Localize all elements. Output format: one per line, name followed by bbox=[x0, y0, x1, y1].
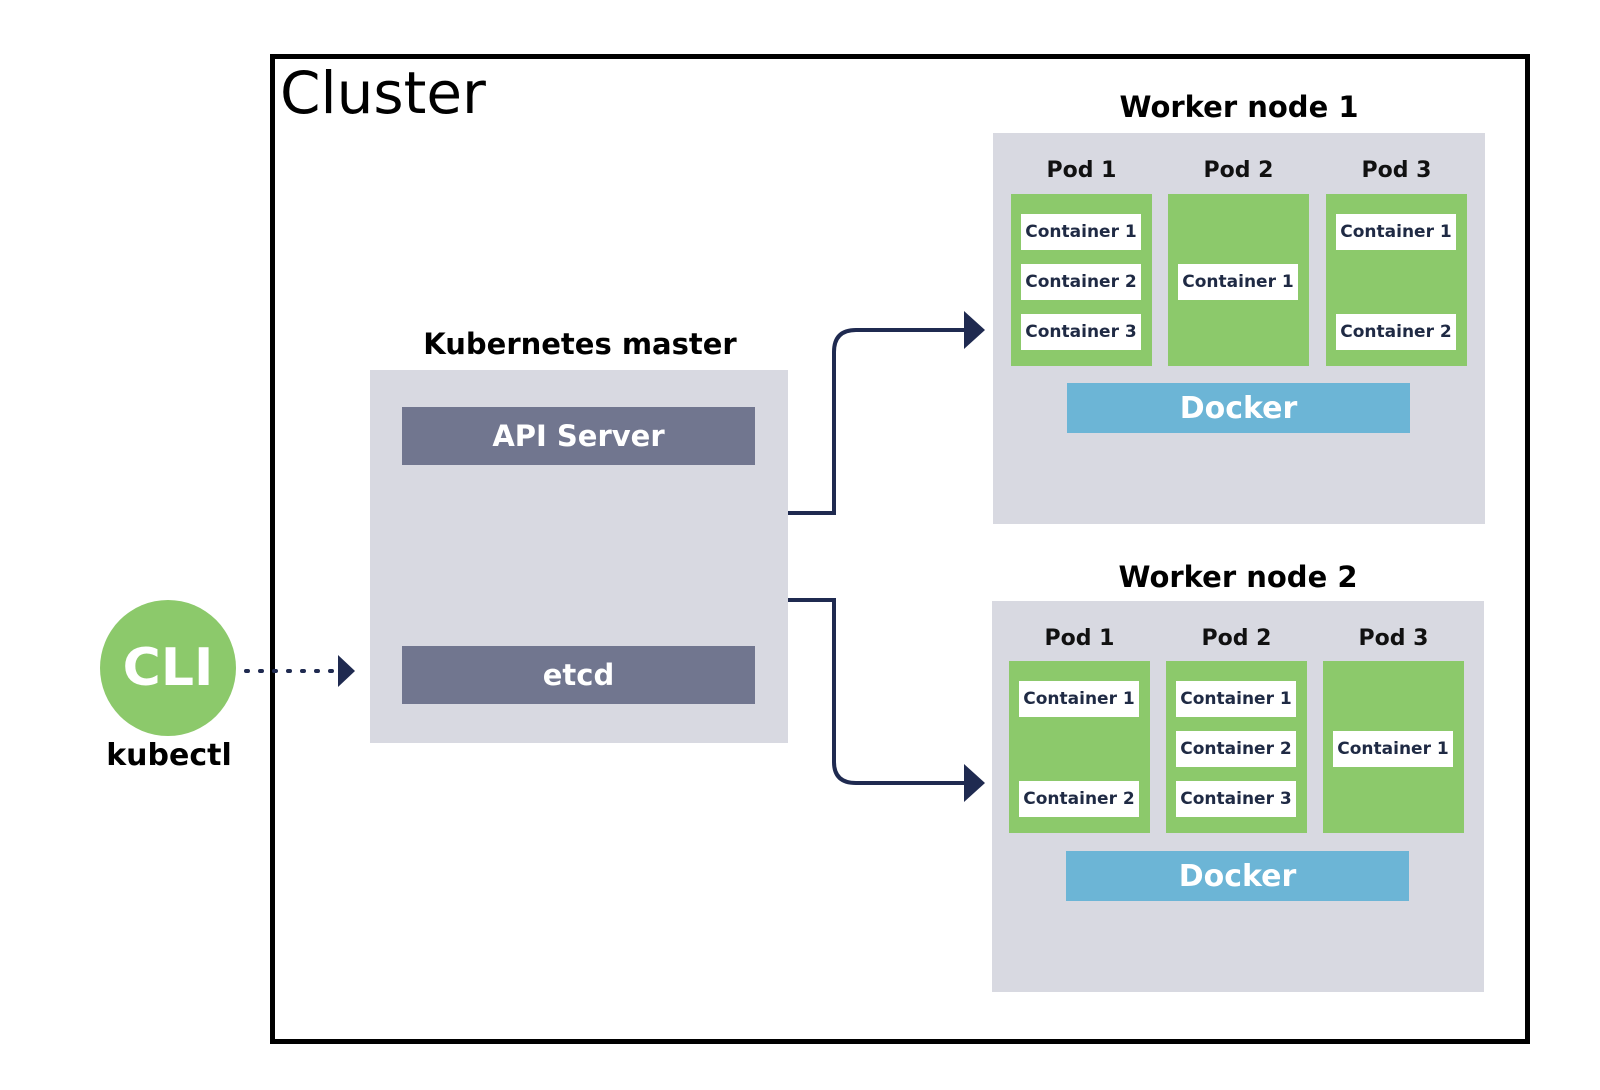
worker-node-1-panel: Pod 1 Pod 2 Pod 3 Container 1 Container … bbox=[993, 133, 1485, 524]
cli-badge: CLI bbox=[100, 600, 236, 736]
arrowhead-icon bbox=[338, 655, 355, 687]
container: Container 2 bbox=[1176, 731, 1296, 767]
pod-title: Pod 3 bbox=[1361, 158, 1432, 183]
pod: Container 1 Container 2 bbox=[1326, 194, 1467, 366]
pod: Container 1 bbox=[1323, 661, 1464, 833]
container: Container 1 bbox=[1021, 214, 1141, 250]
pod-title: Pod 3 bbox=[1358, 626, 1429, 651]
container: Container 3 bbox=[1176, 781, 1296, 817]
pod-title: Pod 2 bbox=[1201, 626, 1272, 651]
kubectl-label: kubectl bbox=[106, 738, 232, 773]
api-server-block: API Server bbox=[402, 407, 755, 465]
cli-badge-label: CLI bbox=[122, 638, 214, 698]
api-server-label: API Server bbox=[492, 419, 665, 453]
container: Container 3 bbox=[1021, 314, 1141, 350]
container: Container 2 bbox=[1021, 264, 1141, 300]
etcd-block: etcd bbox=[402, 646, 755, 704]
container: Container 1 bbox=[1336, 214, 1456, 250]
master-panel: API Server etcd bbox=[370, 370, 788, 743]
etcd-label: etcd bbox=[542, 658, 615, 692]
pod: Container 1 bbox=[1168, 194, 1309, 366]
cluster-title: Cluster bbox=[280, 59, 486, 127]
master-title: Kubernetes master bbox=[423, 327, 737, 361]
pod: Container 1 Container 2 Container 3 bbox=[1011, 194, 1152, 366]
container: Container 1 bbox=[1333, 731, 1453, 767]
docker-label: Docker bbox=[1178, 858, 1297, 894]
worker-node-1-title: Worker node 1 bbox=[1119, 90, 1359, 124]
container: Container 1 bbox=[1176, 681, 1296, 717]
docker-runtime: Docker bbox=[1066, 851, 1409, 901]
container: Container 2 bbox=[1336, 314, 1456, 350]
pod: Container 1 Container 2 bbox=[1009, 661, 1150, 833]
container: Container 2 bbox=[1019, 781, 1139, 817]
pod-title: Pod 1 bbox=[1046, 158, 1117, 183]
container: Container 1 bbox=[1178, 264, 1298, 300]
master-to-worker-1-connector bbox=[788, 328, 966, 515]
docker-label: Docker bbox=[1179, 390, 1298, 426]
arrowhead-icon bbox=[964, 311, 985, 349]
arrowhead-icon bbox=[964, 764, 985, 802]
pod-title: Pod 1 bbox=[1044, 626, 1115, 651]
worker-node-2-panel: Pod 1 Pod 2 Pod 3 Container 1 Container … bbox=[992, 601, 1484, 992]
pod: Container 1 Container 2 Container 3 bbox=[1166, 661, 1307, 833]
worker-node-2-title: Worker node 2 bbox=[1118, 560, 1358, 594]
docker-runtime: Docker bbox=[1067, 383, 1410, 433]
master-to-worker-2-connector bbox=[788, 598, 966, 785]
cluster-boundary bbox=[270, 54, 1530, 1044]
pod-title: Pod 2 bbox=[1203, 158, 1274, 183]
container: Container 1 bbox=[1019, 681, 1139, 717]
